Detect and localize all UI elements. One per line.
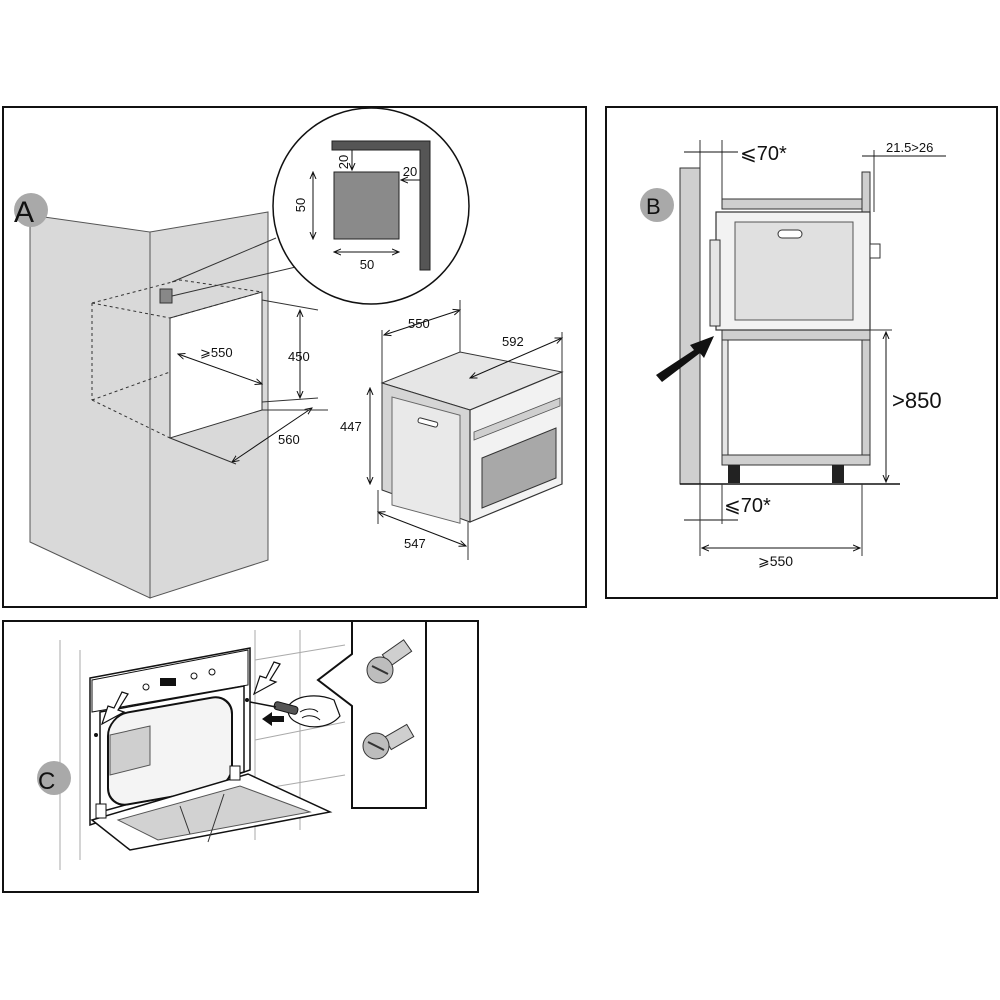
control-knob-2 (190, 672, 198, 680)
cabinet-left-upright (721, 329, 729, 461)
inset-dim-20-right: 20 (403, 164, 417, 179)
cabinet-foot-right (832, 465, 844, 483)
niche-height-ext-bottom (261, 397, 319, 403)
oven-front-panel (709, 239, 721, 327)
oven-height-label: 447 (340, 419, 362, 434)
niche-width-line (178, 354, 262, 384)
panel-b-frame (605, 106, 998, 599)
cabinet-bottom-shelf (721, 454, 871, 466)
oven-side-panel (391, 396, 461, 524)
oven-side-view (709, 211, 881, 331)
oven-control-strip (473, 397, 561, 441)
depth-label: ⩾550 (758, 553, 793, 569)
oven-drawing (380, 351, 564, 524)
oven-side-handle (777, 229, 803, 239)
niche-dashed-back-bottom (91, 371, 171, 401)
oven-width-line (384, 310, 460, 335)
gap-top-label: ⩽70* (740, 143, 787, 165)
glass-reflection-1 (179, 805, 191, 835)
hand (287, 695, 341, 728)
cabinet-foot-left (728, 465, 740, 483)
niche-width-label: ⩾550 (200, 345, 233, 360)
hinge-right (229, 765, 241, 781)
control-knob-3 (208, 668, 216, 676)
panel-a: 20 20 50 50 ⩾550 450 560 550 (2, 106, 587, 608)
hinge-left (95, 803, 107, 819)
screw-bottom (362, 723, 415, 760)
niche-depth-ext (169, 437, 237, 465)
niche-dashed-bottom (91, 399, 171, 439)
screwdriver-handle (273, 701, 299, 715)
oven-depth-label: 547 (404, 536, 426, 551)
oven-overall-width-line (470, 338, 562, 378)
vent-detail-inset: 20 20 50 50 (272, 107, 470, 305)
badge-c (37, 761, 71, 795)
screw-top (366, 639, 413, 684)
niche-dashed-top-back (91, 279, 263, 304)
badge-a-label: A (14, 196, 34, 229)
oven-depth-line (378, 512, 466, 546)
panel-c: C (2, 620, 479, 893)
niche-depth-line (232, 408, 312, 462)
oven-window (481, 427, 557, 509)
oven-display (160, 678, 176, 686)
height-label: >850 (892, 388, 942, 413)
pointer-arrow-right (252, 661, 281, 696)
inset-dim-50-left: 50 (293, 198, 308, 212)
badge-c-label: C (38, 768, 55, 795)
niche-dashed-outline (91, 291, 263, 319)
screw-hole-right (245, 698, 249, 702)
frame-label: 21.5>26 (886, 140, 933, 155)
screw-bottom-slot (367, 741, 385, 751)
panel-b: ⩽70* 21.5>26 >850 ⩽70* ⩾550 B (605, 106, 998, 599)
glass-reflection-2 (207, 793, 225, 843)
door-glass (116, 785, 312, 841)
inset-dim-20-top: 20 (336, 155, 351, 169)
built-in-cabinet (29, 211, 269, 599)
screw-callout-frame (316, 622, 427, 809)
cavity-back-wall (109, 725, 151, 776)
oven-open-door (89, 647, 333, 851)
callout-line-2 (171, 265, 301, 297)
pointer-arrow-left (100, 691, 129, 726)
screw-top-slot (371, 665, 389, 675)
cabinet-left-face (29, 214, 151, 599)
oven-overall-width-label: 592 (502, 334, 524, 349)
badge-b-label: B (646, 194, 661, 219)
wall (679, 167, 701, 485)
gap-bottom-label: ⩽70* (724, 495, 771, 517)
screwdriver-shaft (249, 701, 277, 708)
vent-opening (159, 288, 173, 304)
screw-hole-left (94, 733, 98, 737)
inset-dim-50-bottom: 50 (360, 257, 374, 272)
niche-height-ext-top (261, 299, 319, 311)
hand-fingers (299, 708, 321, 721)
niche-height-label: 450 (288, 349, 310, 364)
badge-b (640, 188, 674, 222)
oven-width-label: 550 (408, 316, 430, 331)
direction-arrow (262, 712, 284, 726)
cabinet-mid-shelf (721, 329, 871, 341)
callout-line-1 (171, 237, 277, 283)
control-knob-1 (142, 683, 150, 691)
hand-with-screwdriver (249, 695, 341, 728)
inset-vent-square (333, 171, 400, 240)
oven-handle (417, 417, 439, 428)
niche-depth-label: 560 (278, 432, 300, 447)
cabinet-top-shelf (721, 198, 871, 210)
badge-a (14, 193, 48, 227)
inset-corner-profile (331, 140, 431, 271)
oven-rear-knob (869, 243, 881, 259)
attention-arrow (656, 336, 714, 382)
